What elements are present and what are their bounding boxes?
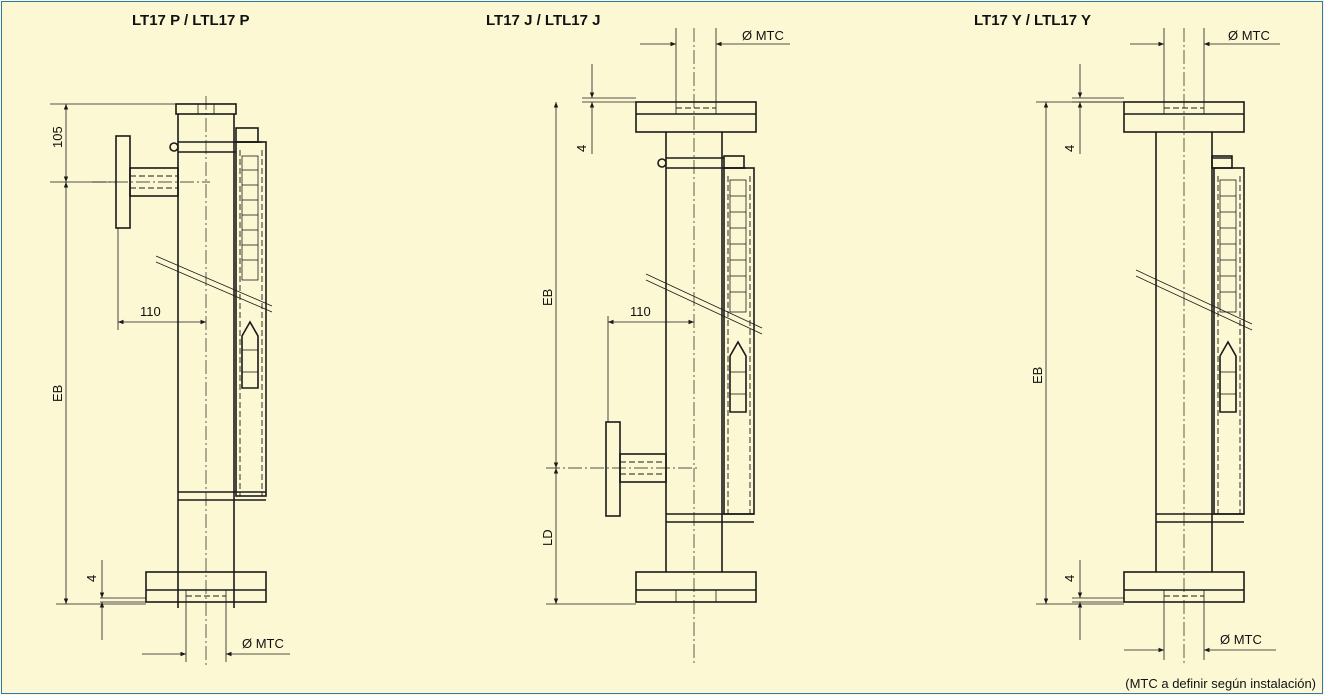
view-j-drawing (546, 28, 790, 665)
dim-j-ld: LD (540, 529, 555, 546)
view-title-p: LT17 P / LTL17 P (132, 12, 250, 29)
view-y-drawing (1036, 28, 1280, 665)
dim-j-eb: EB (540, 289, 555, 306)
dim-p-4: 4 (84, 575, 99, 582)
dim-y-4-top: 4 (1062, 145, 1077, 152)
dim-j-mtc: Ø MTC (742, 28, 784, 43)
dim-j-110: 110 (630, 304, 651, 319)
dim-y-4-bottom: 4 (1062, 575, 1077, 582)
dim-y-mtc-bottom: Ø MTC (1220, 632, 1262, 647)
dim-y-mtc-top: Ø MTC (1228, 28, 1270, 43)
dim-p-110: 110 (140, 304, 161, 319)
view-p-drawing (50, 96, 290, 665)
dim-y-eb: EB (1030, 367, 1045, 384)
dim-p-105: 105 (50, 126, 65, 148)
dim-p-mtc: Ø MTC (242, 636, 284, 651)
dim-p-eb: EB (50, 385, 65, 402)
view-title-j: LT17 J / LTL17 J (486, 12, 601, 29)
view-title-y: LT17 Y / LTL17 Y (974, 12, 1091, 29)
dim-j-4: 4 (574, 145, 589, 152)
installation-note: (MTC a definir según instalación) (1125, 676, 1316, 691)
